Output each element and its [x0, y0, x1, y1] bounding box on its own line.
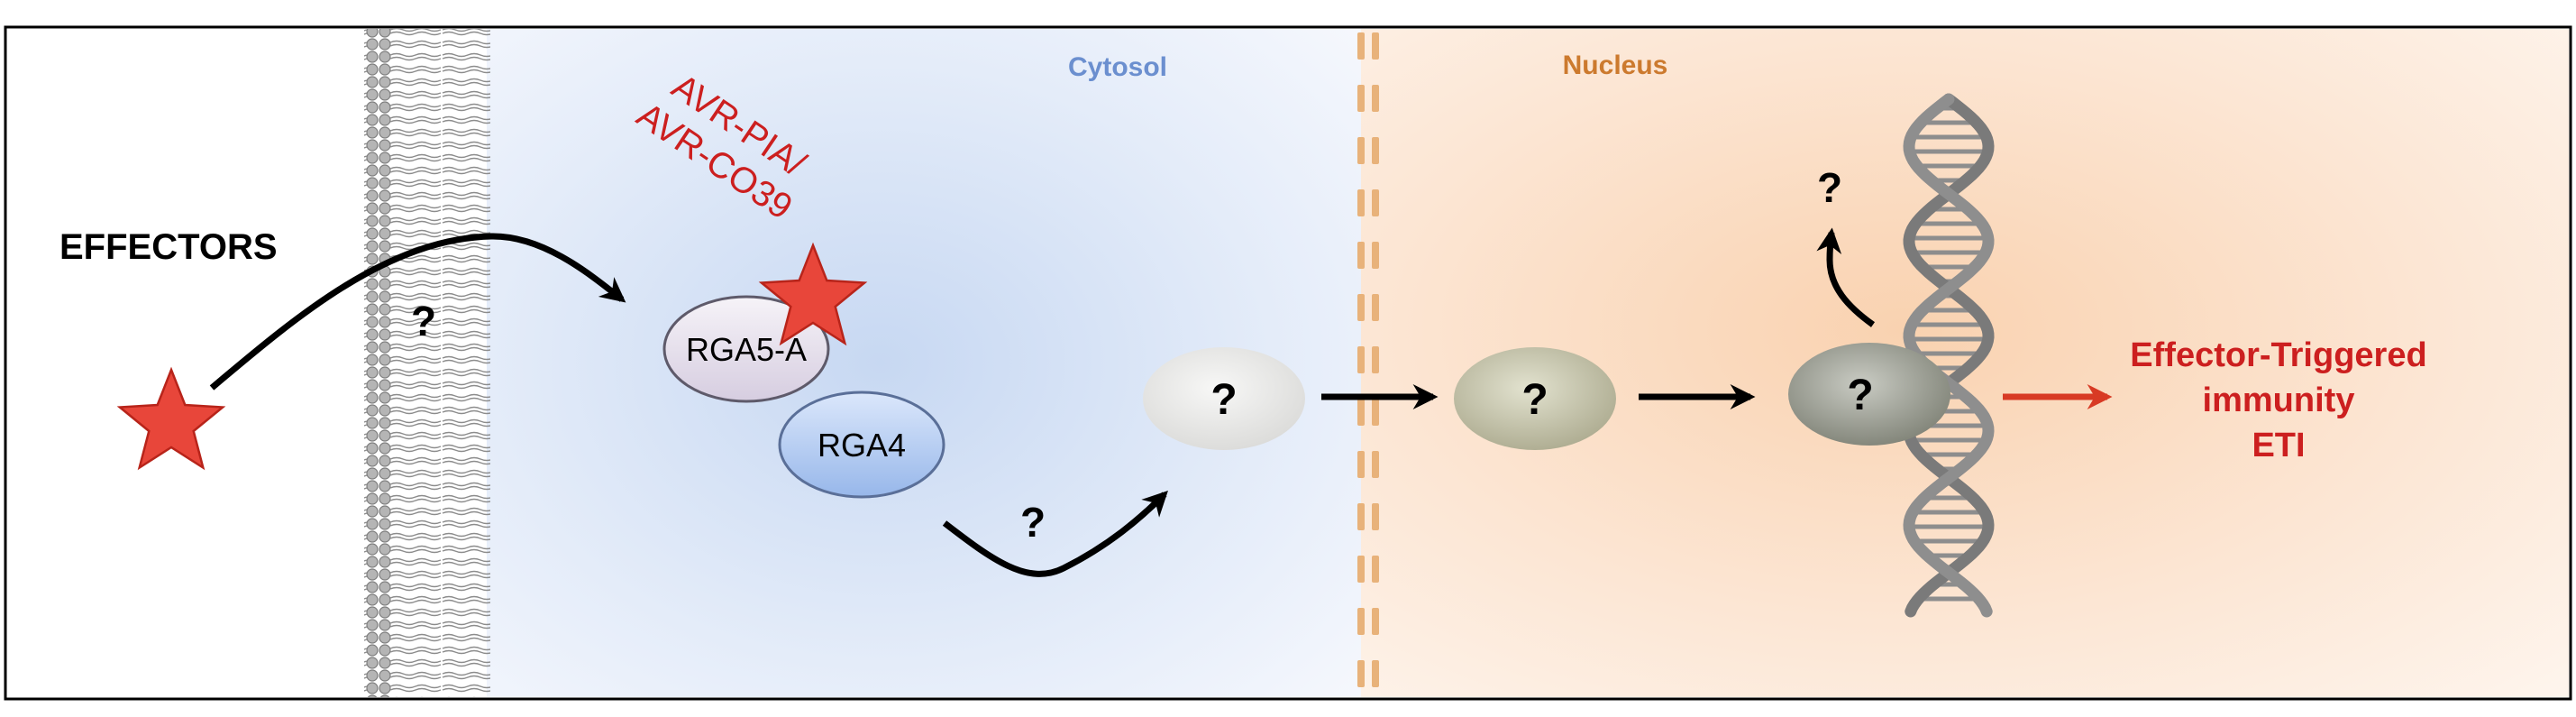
envelope-segment [1357, 242, 1365, 269]
envelope-segment [1372, 451, 1379, 478]
eti-label-line3: ETI [2252, 427, 2305, 464]
envelope-segment [1357, 189, 1365, 216]
envelope-segment [1357, 451, 1365, 478]
envelope-segment [1372, 294, 1379, 321]
rga4-receptor [778, 391, 945, 499]
envelope-segment [1357, 346, 1365, 373]
envelope-segment [1357, 32, 1365, 60]
envelope-segment [1357, 294, 1365, 321]
nuclear-unknown-protein [1454, 347, 1616, 450]
dna-strand [1903, 93, 1995, 618]
envelope-segment [1372, 660, 1379, 687]
cytosol-label: Cytosol [1068, 52, 1167, 82]
cytosolic-protein-label: ? [1210, 376, 1237, 424]
envelope-segment [1372, 399, 1379, 426]
transcription-arrow [1816, 227, 1876, 327]
membrane-unknown-label: ? [411, 298, 436, 345]
effector-star-icon [116, 366, 226, 471]
envelope-segment [1357, 399, 1365, 426]
bound-effector-star-icon [758, 242, 868, 346]
cytosolic-unknown-protein [1143, 347, 1305, 450]
envelope-segment [1372, 242, 1379, 269]
plasma-membrane [364, 29, 490, 697]
envelope-segment [1372, 32, 1379, 60]
envelope-segment [1357, 660, 1365, 687]
dna-unknown-label: ? [1817, 164, 1842, 211]
envelope-segment [1357, 608, 1365, 635]
envelope-segment [1372, 608, 1379, 635]
nucleus-label: Nucleus [1563, 51, 1668, 80]
dna-bound-protein-label: ? [1847, 372, 1873, 419]
envelope-segment [1357, 556, 1365, 583]
dna-bound-unknown-protein [1788, 343, 1950, 446]
eti-label-line1: Effector-Triggered [2130, 336, 2426, 374]
envelope-segment [1357, 85, 1365, 112]
rga-unknown-label: ? [1020, 499, 1046, 546]
envelope-segment [1372, 137, 1379, 164]
envelope-segment [1372, 346, 1379, 373]
rga4-label: RGA4 [818, 427, 906, 464]
envelope-segment [1357, 503, 1365, 530]
nuclear-protein-label: ? [1521, 376, 1548, 424]
envelope-segment [1372, 85, 1379, 112]
effector-entry-arrow [209, 233, 626, 391]
envelope-segment [1372, 556, 1379, 583]
nuclear-envelope [1357, 32, 1379, 687]
eti-label-line2: immunity [2203, 381, 2355, 419]
envelope-segment [1372, 503, 1379, 530]
rga-signal-arrow [942, 491, 1168, 577]
effectors-label: EFFECTORS [59, 227, 278, 267]
envelope-segment [1372, 189, 1379, 216]
envelope-segment [1357, 137, 1365, 164]
